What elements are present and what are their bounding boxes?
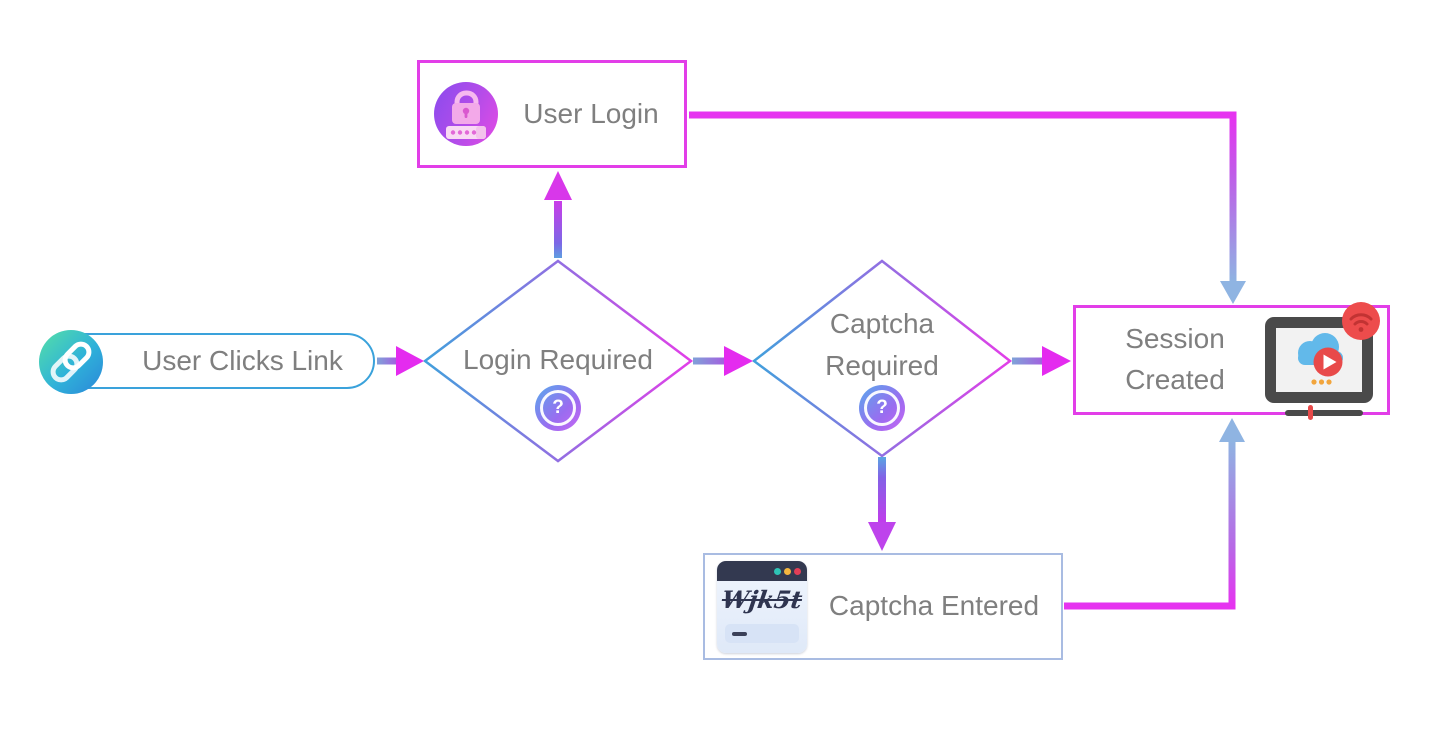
streaming-tv-icon (1255, 301, 1387, 423)
captcha-input-field (725, 623, 799, 643)
node-user-login: User Login (417, 60, 687, 168)
edge-captcha-entered-to-session-created (1064, 418, 1245, 610)
captcha-cursor-dash (732, 631, 747, 636)
node-label: Session Created (1125, 323, 1225, 395)
window-dot-red (794, 567, 801, 575)
edge-start-to-login-required (377, 346, 424, 376)
node-label: Captcha Entered (828, 590, 1040, 622)
lock-password-icon (434, 82, 498, 146)
question-icon: ? (535, 385, 581, 431)
node-session-created: Session Created (1073, 302, 1390, 420)
edge-captcha-required-to-captcha-entered (868, 457, 896, 551)
captcha-distorted-text: Wjk5t (719, 584, 805, 614)
edge-login-required-to-captcha-required (693, 346, 753, 376)
browser-titlebar (717, 560, 807, 581)
edge-login-required-to-user-login (544, 171, 572, 258)
edge-captcha-required-to-session-created (1012, 346, 1071, 376)
edge-user-login-to-session-created (689, 111, 1246, 304)
link-icon (39, 330, 103, 394)
node-label: User Clicks Link (142, 344, 343, 376)
node-login-required-label: Login Required (463, 344, 653, 375)
node-captcha-required-label: Captcha Required (825, 308, 939, 381)
question-glyph: ? (876, 397, 888, 418)
node-label: User Login (523, 97, 659, 129)
decision-diamond-captcha-required (751, 259, 1013, 458)
window-dot-yellow (784, 567, 791, 575)
captcha-browser-icon: Wjk5t (717, 560, 807, 653)
question-icon: ? (859, 385, 905, 431)
question-glyph: ? (552, 397, 564, 418)
window-dot-teal (774, 567, 781, 575)
decision-diamond-login-required (422, 259, 694, 463)
node-captcha-entered: Wjk5t Captcha Entered (703, 553, 1063, 660)
node-user-clicks-link: User Clicks Link (39, 330, 375, 394)
